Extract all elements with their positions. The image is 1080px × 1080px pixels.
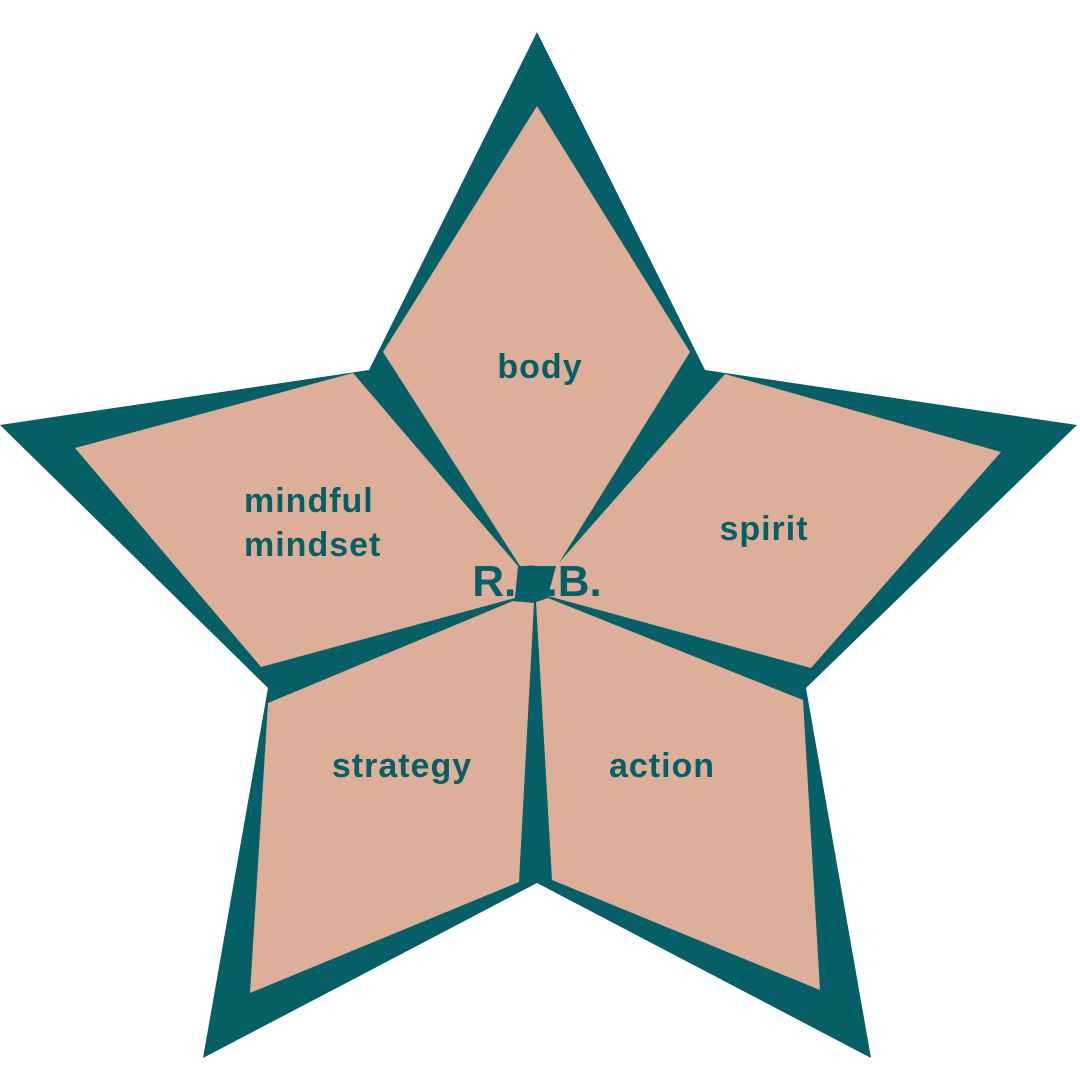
segment-strategy: strategy [250, 601, 534, 993]
segment-spirit: spirit [548, 374, 1001, 668]
center-label: R.S.B. [472, 557, 602, 606]
segment-strategy-label: strategy [332, 747, 472, 785]
segment-spirit-label: spirit [719, 510, 808, 548]
segment-body: body [383, 106, 690, 566]
segment-action-label: action [609, 747, 715, 785]
segment-spirit-shape [548, 374, 1001, 668]
segment-body-label: body [497, 348, 582, 386]
segment-action: action [536, 598, 820, 990]
segment-strategy-shape [250, 601, 534, 993]
segment-body-shape [383, 106, 690, 566]
segment-mindful-mindset: mindful mindset [75, 373, 518, 667]
segment-action-shape [536, 598, 820, 990]
segment-mindful-mindset-shape [75, 373, 518, 667]
segment-mindful-mindset-label-line2: mindset [244, 526, 381, 564]
segment-mindful-mindset-label-line1: mindful [244, 482, 374, 520]
